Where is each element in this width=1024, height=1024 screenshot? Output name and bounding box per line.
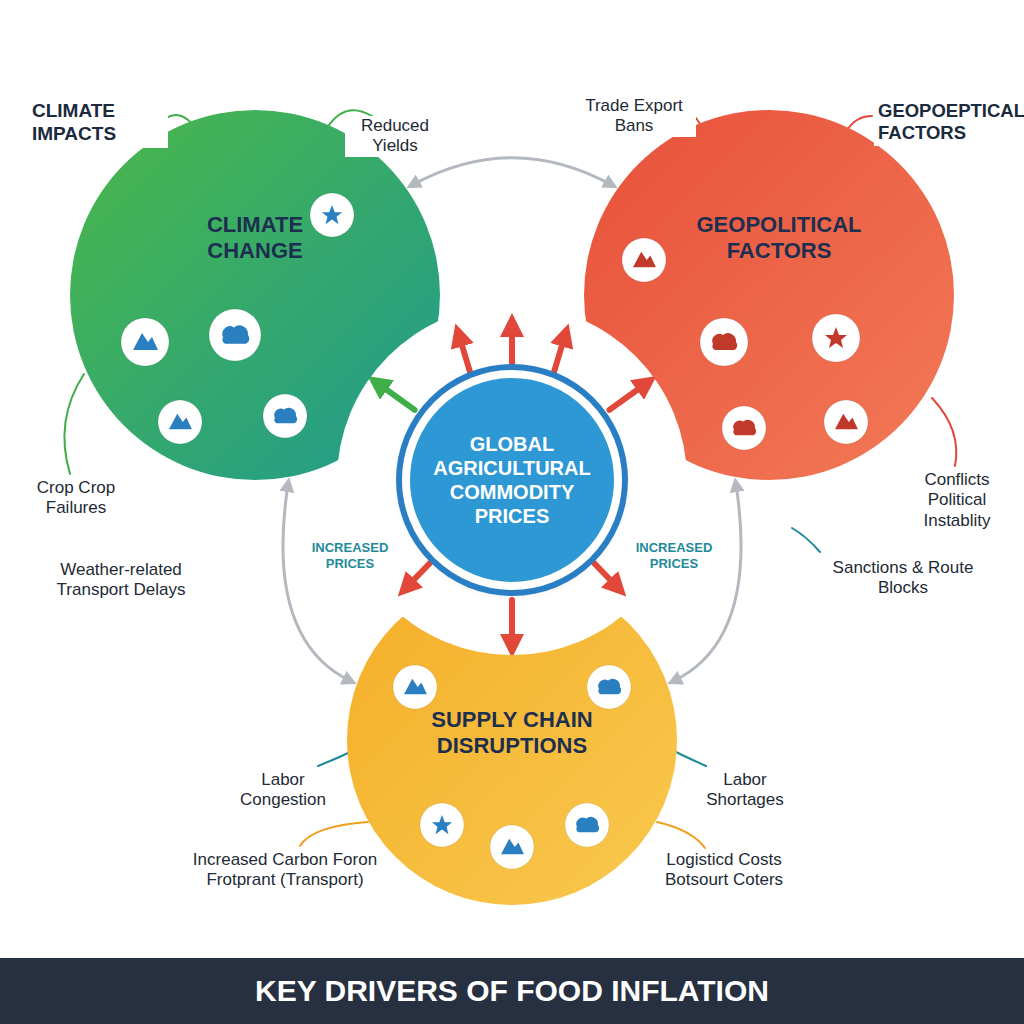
icon-glyph — [576, 817, 599, 832]
icon-badge — [812, 314, 860, 362]
icon-glyph — [633, 252, 656, 268]
circle-fill — [347, 575, 677, 905]
callout-label: Reduced Yields — [345, 116, 445, 157]
icon-badge — [121, 318, 169, 366]
callout-label: Labor Shortages — [690, 770, 800, 811]
icon-glyph — [712, 333, 737, 350]
link-arrow — [673, 483, 741, 681]
icon-glyph — [825, 327, 847, 348]
increase-arrow — [509, 322, 515, 364]
center-heading: GLOBAL AGRICULTURAL COMMODITY PRICES — [422, 432, 602, 528]
callout-label: Weather-related Transport Delays — [28, 560, 214, 601]
outer-heading: GEOPOEPTICAL FACTORS — [874, 98, 1024, 146]
icon-glyph — [222, 325, 249, 343]
icon-glyph — [598, 679, 621, 694]
leader-line — [676, 752, 706, 766]
increase-arrow — [458, 332, 470, 372]
circle-shape — [70, 110, 440, 480]
outer-heading: CLIMATE IMPACTS — [28, 98, 168, 148]
circle-heading: GEOPOLITICAL FACTORS — [684, 212, 874, 265]
circle-fill — [584, 110, 954, 480]
icon-badge — [209, 309, 261, 361]
driver-circle: CLIMATE IMPACTSCLIMATE CHANGE — [70, 110, 440, 480]
icon-glyph — [274, 408, 297, 423]
circle-fill — [70, 110, 440, 480]
callout-label: Increased Carbon Foron Frotprant (Transp… — [185, 850, 385, 891]
icon-badge — [490, 825, 534, 869]
leader-line — [792, 528, 820, 552]
icon-badge — [722, 406, 766, 450]
callout-label: Conflicts Political Instablity — [898, 470, 1016, 531]
circle-heading: CLIMATE CHANGE — [170, 212, 340, 265]
leader-line — [657, 822, 705, 848]
icon-badge — [622, 238, 666, 282]
callout-label: Logisticd Costs Botsourt Coters — [640, 850, 808, 891]
callout-label: Trade Export Bans — [572, 96, 696, 137]
leader-line — [300, 822, 368, 846]
icon-glyph — [733, 420, 756, 435]
icon-badge — [158, 400, 202, 444]
increase-arrow — [594, 563, 620, 590]
link-arrow — [412, 158, 613, 186]
driver-circle: GEOPOEPTICAL FACTORSGEOPOLITICAL FACTORS — [584, 110, 954, 480]
icon-badge — [263, 394, 307, 438]
icon-glyph — [432, 815, 452, 834]
icon-glyph — [169, 414, 192, 430]
icon-glyph — [501, 839, 524, 855]
callout-label: Sanctions & Route Blocks — [815, 558, 991, 599]
icon-glyph — [133, 333, 158, 350]
price-note: INCREASED PRICES — [298, 540, 402, 571]
icon-badge — [700, 318, 748, 366]
icon-badge — [393, 665, 437, 709]
driver-circle: SUPPLY CHAIN DISRUPTIONS — [347, 575, 677, 905]
leader-line — [932, 398, 956, 466]
circle-shape — [584, 110, 954, 480]
title-band: KEY DRIVERS OF FOOD INFLATION — [0, 958, 1024, 1024]
callout-label: Crop Crop Failures — [20, 478, 132, 519]
icon-badge — [824, 400, 868, 444]
icon-badge — [310, 193, 354, 237]
price-note: INCREASED PRICES — [622, 540, 726, 571]
icon-glyph — [322, 205, 342, 224]
icon-glyph — [404, 679, 427, 695]
circle-heading: SUPPLY CHAIN DISRUPTIONS — [422, 707, 602, 760]
icon-glyph — [835, 414, 858, 430]
callout-label: Labor Congestion — [228, 770, 338, 811]
link-arrow — [283, 483, 351, 681]
leader-line — [318, 752, 350, 766]
increase-arrow — [404, 563, 430, 590]
icon-badge — [587, 665, 631, 709]
icon-badge — [565, 803, 609, 847]
leader-line — [64, 374, 84, 474]
center-circle: GLOBAL AGRICULTURAL COMMODITY PRICES — [402, 370, 622, 590]
icon-badge — [420, 803, 464, 847]
increase-arrow — [554, 332, 566, 372]
